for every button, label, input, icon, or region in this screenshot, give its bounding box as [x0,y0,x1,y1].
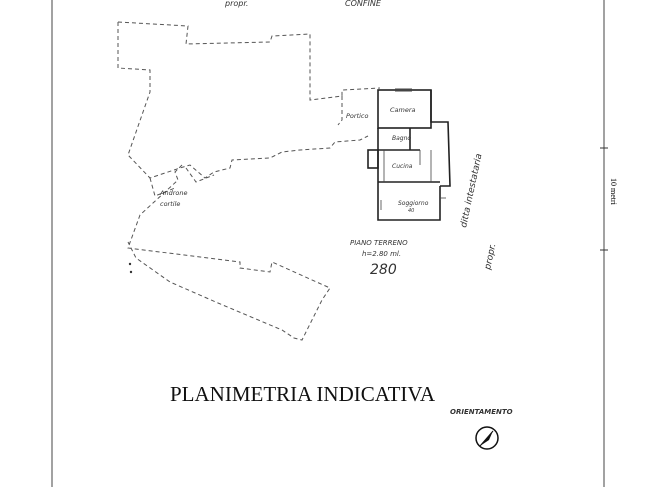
margin-marks [128,262,133,274]
floor-number: 280 [370,262,397,278]
orientation-label: ORIENTAMENTO [450,408,513,416]
floor-height: h=2.80 ml. [362,250,401,258]
room-label-camera: Camera [390,106,416,114]
room-label-cucina: Cucina [392,163,413,170]
sheet-title: PLANIMETRIA INDICATIVA [170,382,436,406]
compass-icon [475,426,499,450]
room-label-soggiorno-code: 40 [408,208,414,214]
room-label-androne: Androne [159,189,187,197]
top-note-left: propr. [224,0,248,8]
scale-ticks [600,147,608,251]
room-label-portico: Portico [346,112,368,120]
scale-label: 10 metri [609,178,618,206]
room-label-bagno: Bagno [392,135,411,142]
house-thin-details [380,88,446,210]
side-note-line1: propr. [483,243,498,272]
room-label-cortile: cortile [160,200,180,208]
floor-name: PIANO TERRENO [350,239,408,247]
neighbor-outline [117,21,381,341]
side-note-line2: ditta intestataria [459,153,484,229]
room-label-soggiorno: Soggiorno [398,200,429,207]
top-note-right: CONFINE [345,0,382,8]
house-walls [367,89,451,221]
